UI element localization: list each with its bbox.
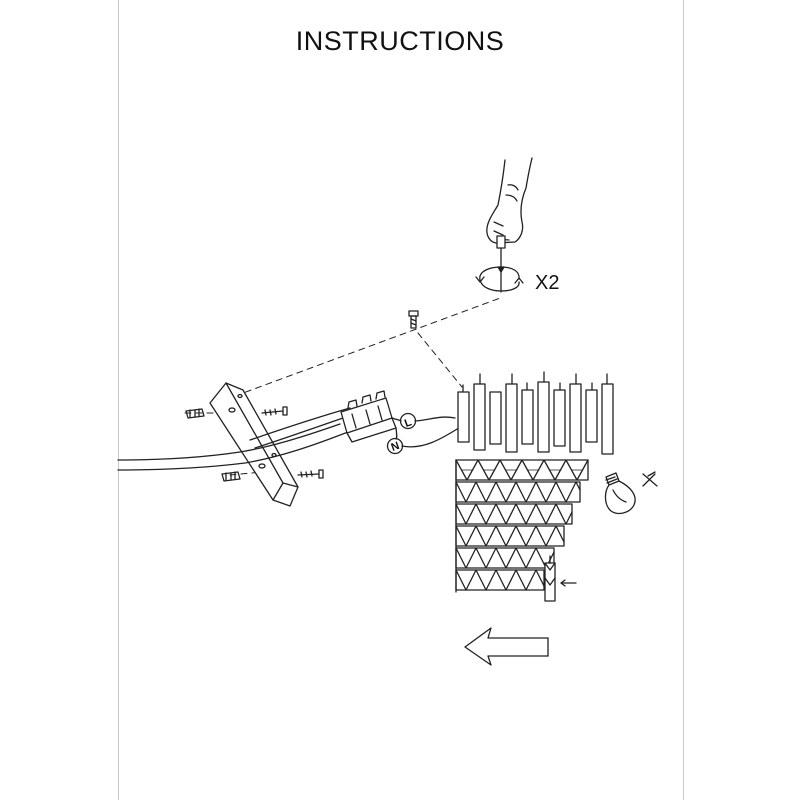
tier-6 [455, 569, 545, 591]
tier-1 [455, 459, 589, 481]
wood-screw-top [261, 406, 288, 416]
wood-screw-bottom [297, 469, 324, 479]
tier-2 [455, 481, 581, 503]
light-bulb-icon [604, 472, 636, 515]
quantity-label: X2 [535, 272, 559, 294]
page-frame [118, 0, 684, 800]
insert-arrow-icon [560, 579, 577, 587]
wall-anchor-bottom [221, 471, 241, 482]
crystal-tiers [455, 459, 589, 593]
terminal-block [340, 390, 397, 443]
crystal-rods [457, 371, 614, 455]
tier-5 [455, 547, 555, 569]
lamp-wires [401, 416, 463, 448]
rotation-arrow-icon [475, 266, 524, 293]
mounting-bracket [209, 382, 299, 507]
hand-screwdriver-icon [486, 157, 533, 273]
tier-4 [455, 525, 565, 547]
live-terminal-label: L [403, 416, 414, 430]
wall-anchor-top [185, 408, 205, 419]
left-arrow-icon [464, 627, 549, 666]
page-title: INSTRUCTIONS [295, 26, 505, 56]
remove-packaging-icon [642, 471, 658, 487]
neutral-terminal-label: N [390, 440, 402, 454]
tier-3 [455, 503, 573, 525]
screw-icon [408, 310, 419, 329]
single-crystal [544, 555, 556, 602]
mains-cable [117, 407, 353, 471]
